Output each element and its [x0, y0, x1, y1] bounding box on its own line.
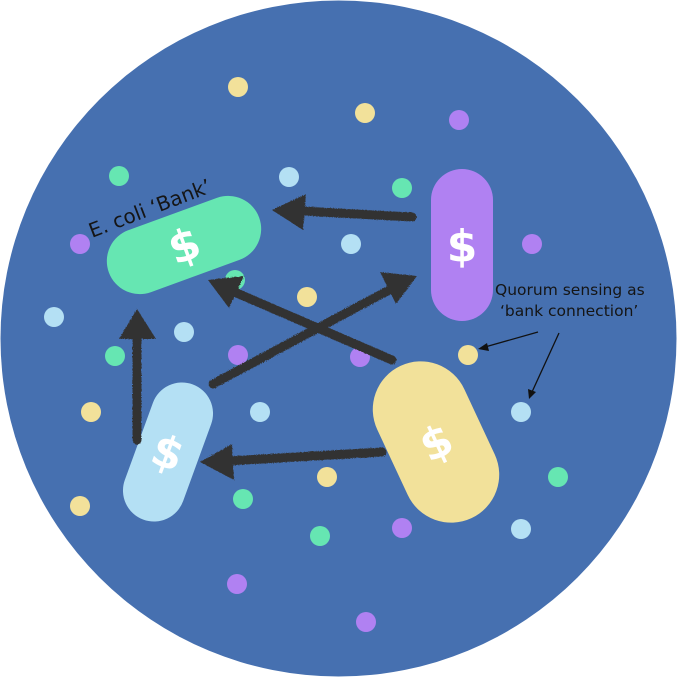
dot-purple: [228, 345, 248, 365]
pointer-arrowhead: [478, 343, 489, 351]
dot-blue: [511, 402, 531, 422]
dot-purple: [522, 234, 542, 254]
pill-body: [106, 195, 262, 295]
bacterium-green: $: [106, 195, 262, 295]
arrowhead: [200, 444, 234, 480]
dot-green: [233, 489, 253, 509]
arrowhead: [272, 194, 306, 230]
dot-green: [109, 166, 129, 186]
pill-body: [372, 361, 500, 523]
bacterium-lightblue: $: [122, 382, 214, 522]
dot-blue: [174, 322, 194, 342]
dot-green: [310, 526, 330, 546]
arrow-yellow-to-blue: [223, 447, 387, 466]
pill-body: [431, 169, 493, 321]
dot-blue: [341, 234, 361, 254]
connection-arrows: [119, 194, 417, 480]
dot-purple: [70, 234, 90, 254]
dot-purple: [227, 574, 247, 594]
dollar-sign: $: [447, 221, 478, 272]
annotation-pointers: [478, 331, 560, 399]
arrow-purple-to-green: [297, 206, 417, 222]
dot-yellow: [458, 345, 478, 365]
bacterium-purple: $: [431, 169, 493, 321]
dot-yellow: [70, 496, 90, 516]
dot-purple: [449, 110, 469, 130]
dot-purple: [356, 612, 376, 632]
dot-yellow: [317, 467, 337, 487]
dot-blue: [279, 167, 299, 187]
quorum-label-line2: ‘bank connection’: [500, 302, 638, 320]
quorum-label-line1: Quorum sensing as: [495, 281, 645, 299]
dot-blue: [44, 307, 64, 327]
pointer-line: [484, 331, 539, 348]
dot-blue: [511, 519, 531, 539]
arrow-yellow-to-green: [227, 286, 397, 365]
arrowhead: [380, 272, 417, 304]
dot-green: [392, 178, 412, 198]
arrow-blue-to-purple: [208, 283, 398, 389]
bacterium-yellow: $: [372, 361, 500, 523]
dot-green: [105, 346, 125, 366]
dot-yellow: [81, 402, 101, 422]
molecule-dots: [44, 77, 568, 632]
dot-yellow: [297, 287, 317, 307]
dot-yellow: [228, 77, 248, 97]
arrowhead: [208, 276, 244, 308]
arrowhead: [119, 309, 156, 339]
pointer-line: [531, 332, 560, 393]
pill-body: [122, 382, 214, 522]
dot-blue: [250, 402, 270, 422]
dot-purple: [392, 518, 412, 538]
dot-green: [548, 467, 568, 487]
dot-yellow: [355, 103, 375, 123]
pointer-arrowhead: [528, 389, 536, 399]
